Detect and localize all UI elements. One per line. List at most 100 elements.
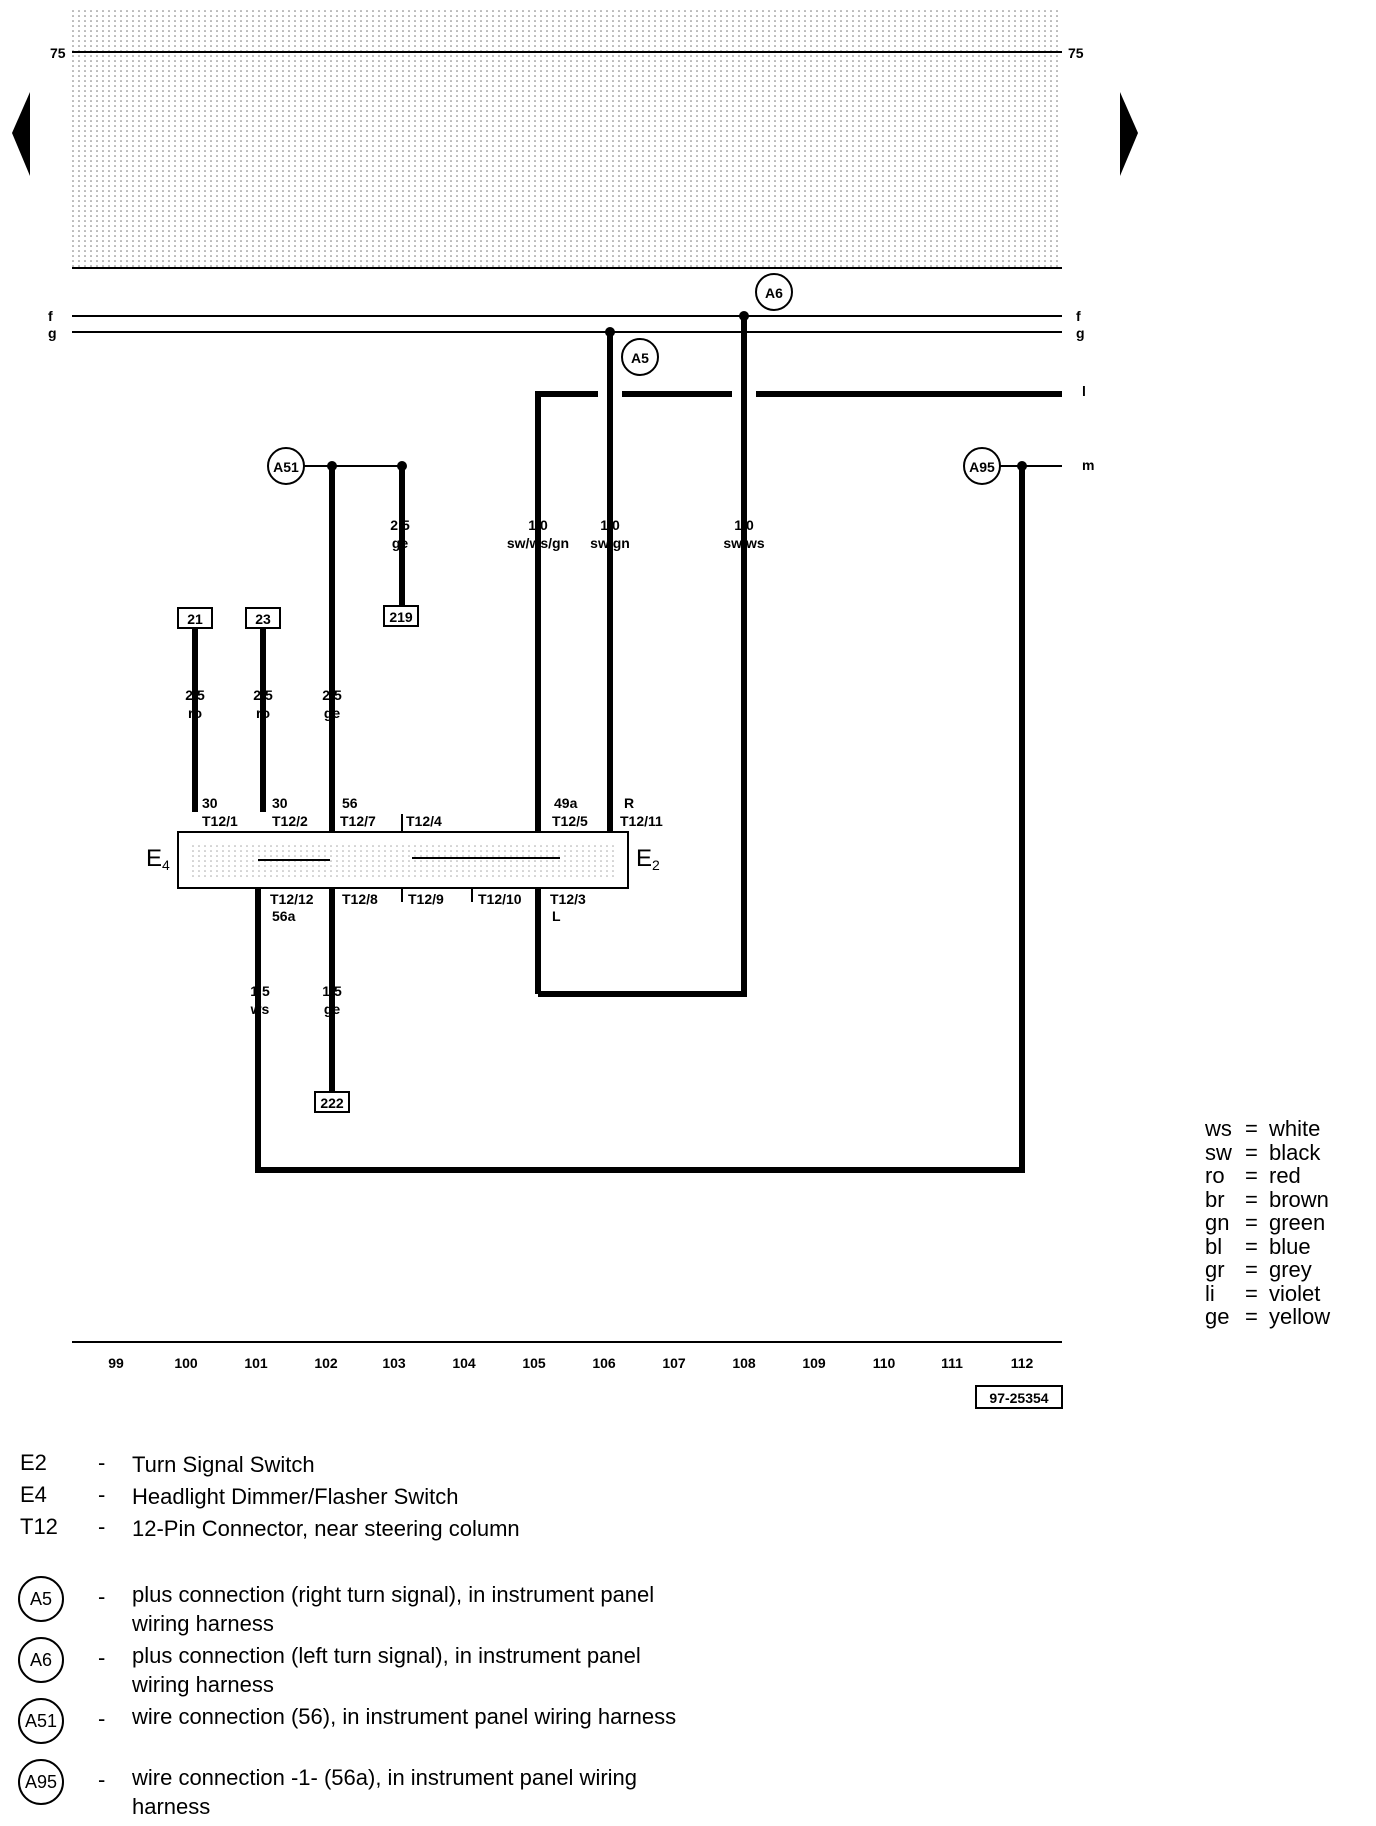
svg-text:4: 4 [162,857,170,873]
key-dash: - [98,1645,106,1670]
key-description: wire connection (56), in instrument pane… [132,1704,677,1729]
legend-color-name: violet [1269,1280,1321,1306]
svg-text:T12/12: T12/12 [270,891,314,907]
svg-text:T12/7: T12/7 [340,813,376,829]
svg-text:ge: ge [392,535,409,551]
svg-text:21: 21 [187,611,203,627]
legend-equals: = [1245,1139,1258,1165]
svg-text:2,5: 2,5 [185,687,205,703]
legend-equals: = [1245,1304,1258,1329]
legend-equals: = [1245,1233,1258,1259]
svg-text:ro: ro [188,705,202,721]
key-description: wire connection -1- (56a), in instrument… [132,1765,638,1819]
svg-text:T12/3: T12/3 [550,891,586,907]
connection-a95-label: A95 [969,459,995,475]
connection-circle-icon: A6 [18,1637,64,1683]
legend-row: ws = white [1205,1117,1330,1141]
key-dash: - [98,1450,106,1475]
page-code: 97-25354 [989,1390,1048,1406]
legend-color-name: yellow [1269,1304,1331,1329]
svg-text:ro: ro [256,705,270,721]
faded-upper-region [72,10,1062,270]
bus-label-f-right: f [1076,308,1081,324]
svg-text:T12/11: T12/11 [620,813,663,829]
connection-a51-label: A51 [273,459,299,475]
legend-row: br = brown [1205,1186,1330,1212]
connection-a6-label: A6 [765,285,783,301]
legend-code: ge [1205,1304,1230,1329]
legend-row: bl=blue [1205,1233,1330,1259]
bus-label-f-left: f [48,308,53,324]
bus-label-g-left: g [48,325,57,341]
svg-text:30: 30 [202,795,218,811]
top-marker-left: 75 [50,45,66,61]
legend-code: bl [1205,1233,1223,1259]
scale-label: 102 [314,1355,338,1371]
key-description: Headlight Dimmer/Flasher Switch [132,1484,459,1509]
legend-color-name: brown [1269,1186,1329,1212]
page-code-box [975,1385,1063,1409]
svg-text:1,0: 1,0 [600,517,620,533]
legend-row: li=violet [1205,1280,1330,1306]
legend-equals: = [1245,1163,1258,1188]
svg-text:ge: ge [324,705,341,721]
key-dash: - [98,1584,106,1609]
legend-code: gn [1205,1210,1230,1235]
svg-text:2,5: 2,5 [253,687,273,703]
svg-text:2,5: 2,5 [390,517,410,533]
next-page-arrow-icon[interactable] [1120,92,1138,176]
legend-color-name: white [1269,1116,1321,1141]
bus-label-g-right: g [1076,325,1085,341]
legend-code: br [1205,1186,1225,1212]
scale-label: 105 [522,1355,546,1371]
svg-text:T12/2: T12/2 [272,813,308,829]
legend-row: ro = red [1205,1164,1330,1188]
key-dash: - [98,1767,106,1792]
svg-text:56: 56 [342,795,358,811]
svg-text:R: R [624,795,634,811]
scale-label: 112 [1011,1355,1034,1371]
legend-color-name: green [1269,1210,1326,1235]
legend-equals: = [1245,1186,1258,1212]
legend-row: sw=black [1205,1139,1330,1165]
scale-label: 109 [802,1355,826,1371]
scale-label: 110 [873,1355,896,1371]
legend-code: gr [1205,1257,1225,1282]
key-dash: - [98,1482,106,1507]
svg-text:49a: 49a [554,795,578,811]
key-description: Turn Signal Switch [132,1452,315,1477]
wire-sw-ws [538,316,747,997]
legend-color-name: grey [1269,1257,1312,1282]
connection-circle-icon: A5 [18,1576,64,1622]
wiring-diagram: 75 75 f f g g l m A6 A5 A51 A95 219 21 2… [12,10,1138,1409]
key-dash: - [98,1514,106,1539]
svg-text:222: 222 [320,1095,344,1111]
legend-code: ro [1205,1163,1225,1188]
legend-row: ge = yellow [1205,1305,1330,1329]
svg-text:L: L [552,908,561,924]
component-e2-label: E [636,845,652,872]
connection-a5-icon [621,338,659,376]
svg-text:56a: 56a [272,908,296,924]
scale-label: 106 [592,1355,616,1371]
scale-label: 100 [174,1355,198,1371]
previous-page-arrow-icon[interactable] [12,92,30,176]
legend-row: gr=grey [1205,1258,1330,1282]
scale-label: 108 [732,1355,756,1371]
ref-box-219 [383,605,419,627]
legend-code: li [1205,1280,1215,1306]
scale-label: 104 [452,1355,476,1371]
svg-text:T12/1: T12/1 [202,813,238,829]
legend-code: ws [1205,1116,1232,1141]
legend-code: sw [1205,1139,1232,1165]
legend-color-name: red [1269,1163,1301,1188]
key-code: E2 [20,1450,47,1475]
scale-label: 103 [382,1355,406,1371]
svg-text:2,5: 2,5 [322,687,342,703]
svg-text:T12/5: T12/5 [552,813,588,829]
ref-box-222 [314,1091,350,1113]
svg-text:sw/ws/gn: sw/ws/gn [507,535,569,551]
legend-equals: = [1245,1116,1258,1141]
connection-circle-icon: A95 [18,1759,64,1805]
